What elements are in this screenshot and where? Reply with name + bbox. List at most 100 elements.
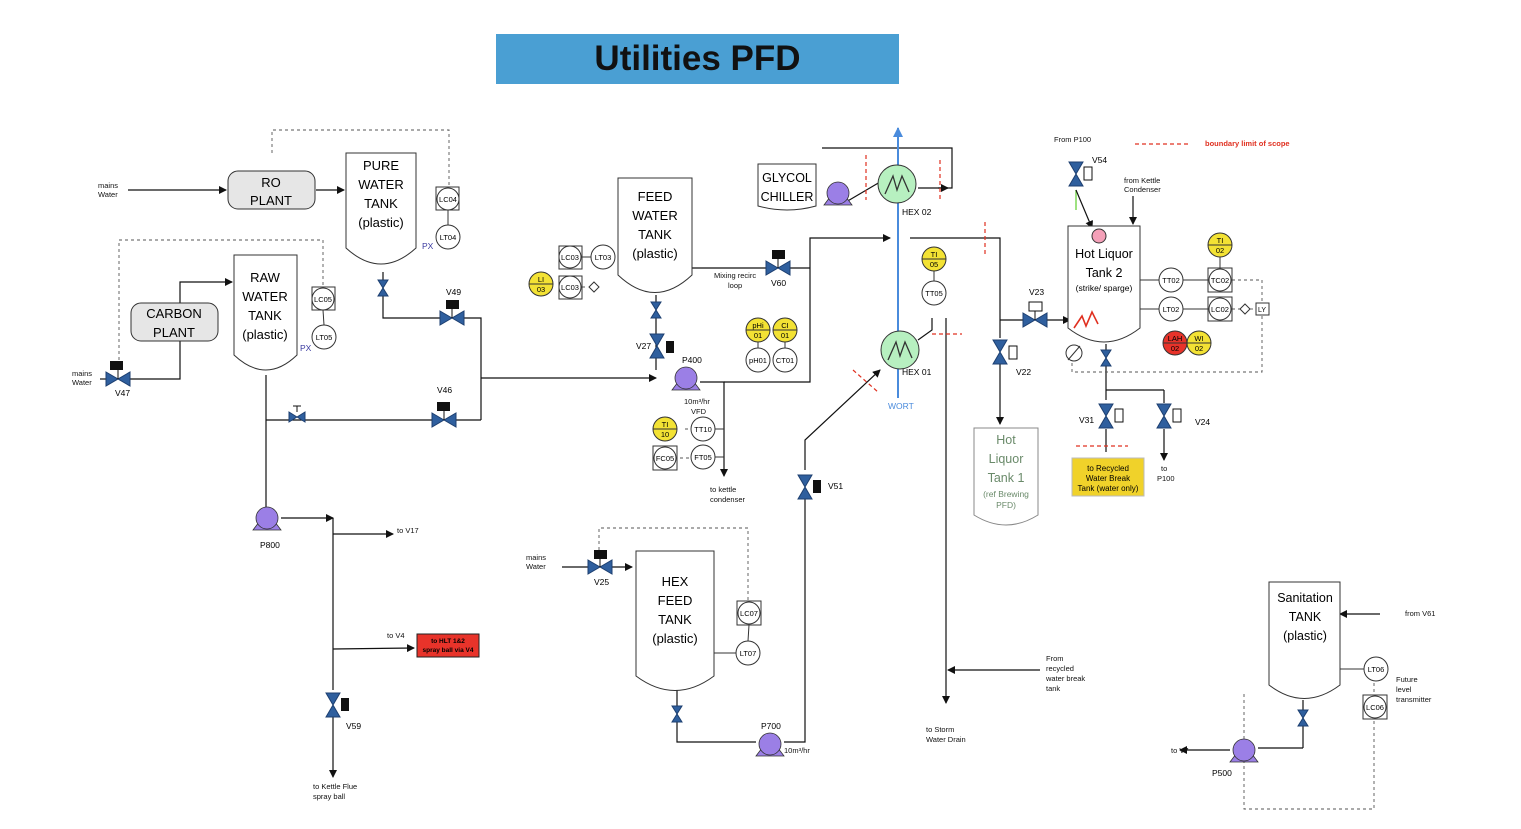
heating-element-icon: [1073, 310, 1099, 329]
sanitation-tank: Sanitation TANK (plastic): [1268, 581, 1341, 699]
valve-v24[interactable]: V24: [1156, 403, 1210, 429]
feed-tank-line4: (plastic): [632, 246, 678, 261]
wi02-tag2: 02: [1195, 344, 1203, 353]
v60-label: V60: [771, 278, 786, 288]
instruments: LC04 LT04 PX LC05 LT05 PX LC03 LT03 LI 0…: [300, 186, 1389, 720]
valve-small-sanit[interactable]: [1297, 709, 1309, 727]
v51-label: V51: [828, 481, 843, 491]
p100-to-hlt2-line: [1075, 189, 1093, 229]
valve-v23[interactable]: V23: [1022, 287, 1048, 328]
hlt2-line1: Hot Liquor: [1075, 247, 1133, 261]
v22-label: V22: [1016, 367, 1031, 377]
lc04-tag: LC04: [439, 195, 457, 204]
from-p100: From P100: [1054, 135, 1091, 144]
hexfeed-line4: (plastic): [652, 631, 698, 646]
tt05-tag: TT05: [925, 289, 943, 298]
mixing-label-2: loop: [728, 281, 742, 290]
v46-label: V46: [437, 385, 452, 395]
li03-tag2: 03: [537, 285, 545, 294]
v49-label: V49: [446, 287, 461, 297]
ro-plant-line1: RO: [261, 175, 281, 190]
lc02-tag: LC02: [1211, 305, 1229, 314]
valve-v31[interactable]: V31: [1079, 403, 1124, 429]
li03-tag1: LI: [538, 275, 544, 284]
v27-label: V27: [636, 341, 651, 351]
ti05-tag2: 05: [930, 260, 938, 269]
valve-v51[interactable]: V51: [797, 474, 843, 500]
to-v4: to V4: [387, 631, 405, 640]
hlt-spray-box: to HLT 1&2 spray ball via V4: [416, 633, 480, 658]
ro-plant-line2: PLANT: [250, 193, 292, 208]
pure-tank-line2: WATER: [358, 177, 404, 192]
from-recycled-3: water break: [1045, 674, 1085, 683]
ci01-tag1: CI: [781, 321, 789, 330]
kettle-flue-1: to Kettle Flue: [313, 782, 357, 791]
from-recycled-4: tank: [1046, 684, 1060, 693]
v24-label: V24: [1195, 417, 1210, 427]
from-recycled-1: From: [1046, 654, 1064, 663]
lt03-tag: LT03: [595, 253, 612, 262]
lt04-tag: LT04: [440, 233, 457, 242]
ct01-tag: CT01: [776, 356, 794, 365]
valve-v25[interactable]: V25: [587, 550, 613, 587]
valve-small-hexfeed[interactable]: [671, 705, 683, 723]
hexfeed-line1: HEX: [662, 574, 689, 589]
valve-v27[interactable]: V27: [636, 333, 674, 359]
raw-tank-line1: RAW: [250, 270, 281, 285]
valve-small-pure[interactable]: [377, 279, 389, 297]
carbon-plant: CARBON PLANT: [130, 302, 219, 342]
recycled-line1: to Recycled: [1087, 464, 1129, 473]
v59-label: V59: [346, 721, 361, 731]
ti02-tag2: 02: [1216, 246, 1224, 255]
p400-label: P400: [682, 355, 702, 365]
valve-small-raw[interactable]: [288, 405, 306, 423]
valve-small-feed[interactable]: [650, 301, 662, 319]
future-3: transmitter: [1396, 695, 1432, 704]
ti10-tag1: TI: [662, 420, 669, 429]
valve-v59[interactable]: V59: [325, 692, 361, 731]
pump-p400: P400: [671, 355, 702, 391]
valve-v60[interactable]: V60: [765, 250, 791, 288]
valve-v47[interactable]: V47: [105, 361, 131, 398]
vfd-label: VFD: [691, 407, 707, 416]
valve-v49[interactable]: V49: [439, 287, 465, 326]
recycled-water-box: to Recycled Water Break Tank (water only…: [1071, 457, 1145, 497]
hex01-label: HEX 01: [902, 367, 932, 377]
valve-v22[interactable]: V22: [992, 339, 1031, 377]
valve-v46[interactable]: V46: [431, 385, 457, 428]
p700-label: P700: [761, 721, 781, 731]
hlt1-line5: PFD): [996, 500, 1016, 510]
future-1: Future: [1396, 675, 1418, 684]
boundary-marks: [852, 143, 1190, 447]
lc05-tag: LC05: [314, 295, 332, 304]
hlt2-line3: (strike/ sparge): [1076, 283, 1133, 293]
valve-small-hlt2[interactable]: [1100, 349, 1112, 367]
hexfeed-line3: TANK: [658, 612, 692, 627]
valve-v54[interactable]: V54: [1068, 155, 1107, 187]
page-title: Utilities PFD: [594, 39, 801, 78]
glycol-line1: GLYCOL: [762, 171, 812, 185]
p800-label: P800: [260, 540, 280, 550]
mains-water-3b: Water: [526, 562, 546, 571]
future-2: level: [1396, 685, 1412, 694]
feed-tank-line1: FEED: [638, 189, 673, 204]
lc06-tag: LC06: [1366, 703, 1384, 712]
flow-p400: 10m³/hr: [684, 397, 710, 406]
pure-tank-line3: TANK: [364, 196, 398, 211]
mixing-label-1: Mixing recirc: [714, 271, 756, 280]
sanit-line3: (plastic): [1283, 629, 1327, 643]
glycol-line2: CHILLER: [761, 190, 814, 204]
sanit-line2: TANK: [1289, 610, 1322, 624]
v25-label: V25: [594, 577, 609, 587]
from-v61: from V61: [1405, 609, 1435, 618]
piping-lines: [100, 147, 1380, 778]
ro-plant: RO PLANT: [227, 170, 316, 210]
ph01-tag: pH01: [749, 356, 767, 365]
recycled-line2: Water Break: [1086, 474, 1131, 483]
from-kettle-2: Condenser: [1124, 185, 1161, 194]
to-p100-1: to: [1161, 464, 1167, 473]
pump-glycol: [823, 181, 853, 206]
hlt1-line2: Liquor: [989, 452, 1024, 466]
ti10-tag2: 10: [661, 430, 669, 439]
ft05-tag: FT05: [694, 453, 712, 462]
